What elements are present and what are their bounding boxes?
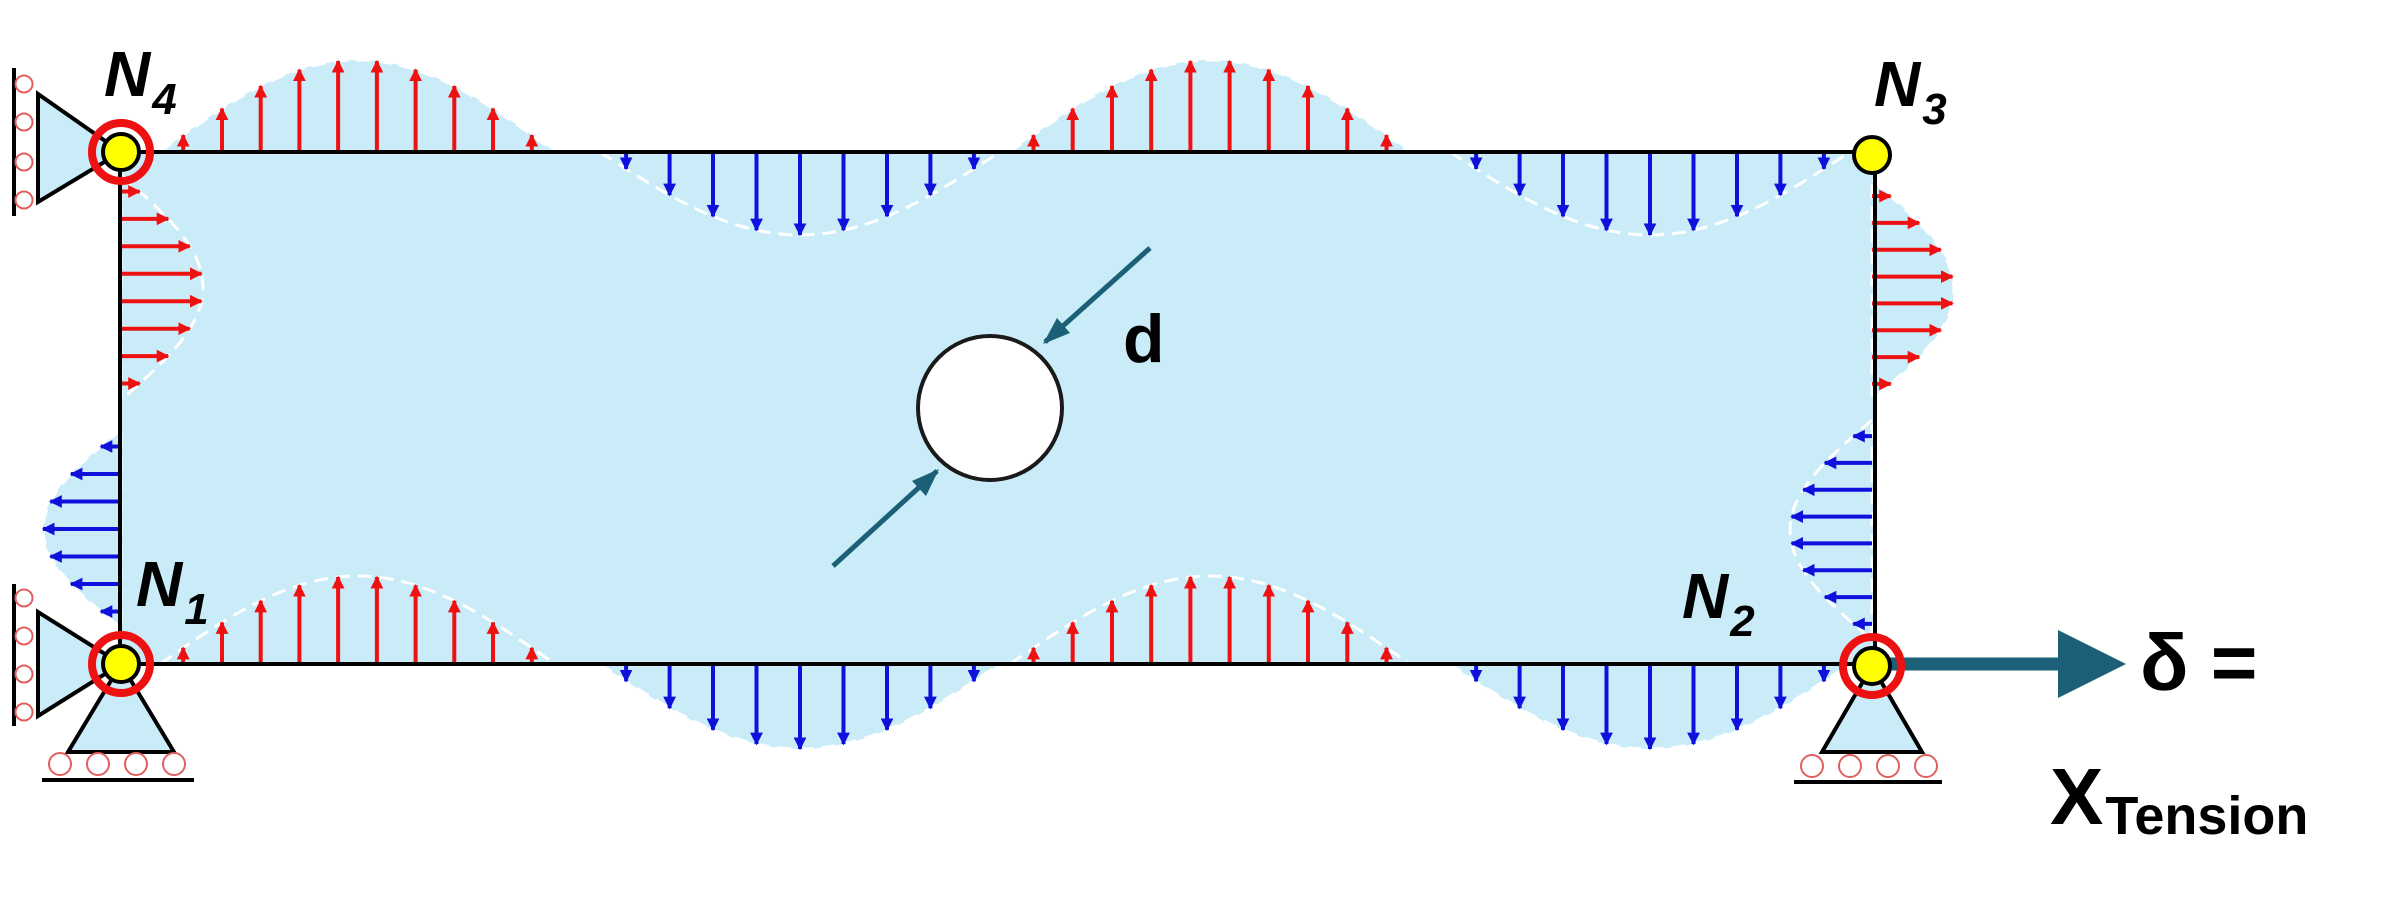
hole-diameter-arrowhead-upper xyxy=(1043,318,1070,344)
node-n2 xyxy=(1839,633,1905,699)
pin-support-n1 xyxy=(12,584,194,782)
node-n1 xyxy=(88,631,154,697)
displacement-arrowhead xyxy=(2058,630,2126,698)
hole-diameter-label: d xyxy=(1123,301,1165,377)
displacement-equals-label: δ = xyxy=(2140,618,2257,707)
node-label-n4: N4 xyxy=(104,38,177,124)
roller-support-n2 xyxy=(1794,662,1942,784)
node-n3 xyxy=(1852,135,1892,175)
displacement-value-label: XTension xyxy=(2050,752,2308,846)
traction-lobe xyxy=(155,58,560,154)
traction-lobe xyxy=(1870,176,1956,404)
circular-hole xyxy=(916,334,1064,482)
node-label-n3: N3 xyxy=(1874,48,1947,134)
traction-arrows xyxy=(41,59,1954,751)
node-label-n1: N1 xyxy=(136,548,209,634)
traction-lobe xyxy=(1005,58,1415,154)
roller-support-n4 xyxy=(12,68,125,216)
plate-outline xyxy=(118,150,1877,666)
node-label-n2: N2 xyxy=(1682,560,1755,646)
node-n4 xyxy=(88,119,154,185)
hole-diameter-arrowhead-lower xyxy=(912,469,939,496)
